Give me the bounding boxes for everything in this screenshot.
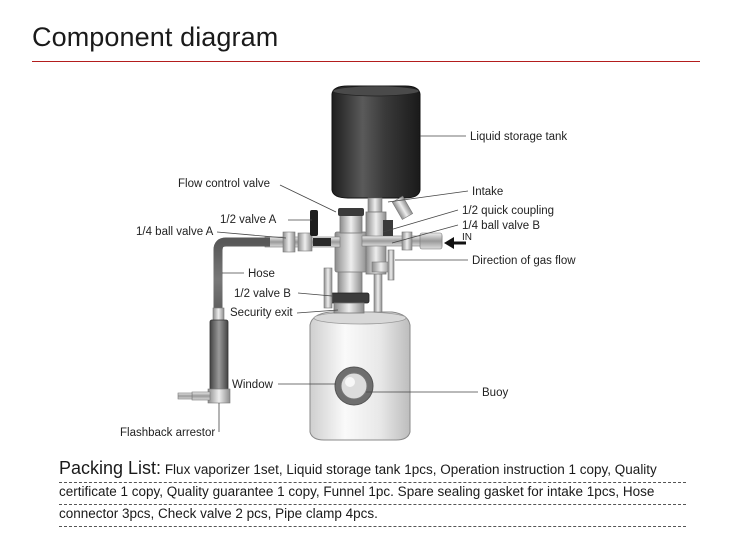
- label-half-valve-a: 1/2 valve A: [220, 214, 277, 226]
- label-direction-of-gas-flow: Direction of gas flow: [472, 255, 576, 267]
- label-liquid-storage-tank: Liquid storage tank: [470, 131, 567, 143]
- valve-block: [334, 208, 368, 273]
- label-half-valve-b: 1/2 valve B: [234, 288, 291, 300]
- packing-list-heading: Packing List:: [59, 458, 162, 478]
- label-intake: Intake: [472, 186, 503, 198]
- packing-underline-2: [59, 504, 686, 505]
- label-quarter-ball-valve-b: 1/4 ball valve B: [462, 220, 540, 232]
- flashback-arrestor: [177, 319, 231, 404]
- label-hose: Hose: [248, 268, 275, 280]
- title-divider: [32, 61, 700, 62]
- packing-list: Packing List: Flux vaporizer 1set, Liqui…: [59, 457, 689, 525]
- label-buoy: Buoy: [482, 387, 508, 399]
- neck-assembly: [323, 267, 383, 314]
- label-quarter-ball-valve-a: 1/4 ball valve A: [136, 226, 214, 238]
- label-in: IN: [462, 232, 472, 243]
- label-flashback-arrestor: Flashback arrestor: [120, 427, 215, 439]
- window-buoy: [334, 366, 374, 406]
- liquid-storage-tank: [331, 85, 421, 220]
- page-title: Component diagram: [32, 22, 279, 52]
- packing-underline-1: [59, 482, 686, 483]
- right-valve-assembly: [361, 211, 443, 281]
- label-half-quick-coupling: 1/2 quick coupling: [462, 205, 554, 217]
- label-flow-control-valve: Flow control valve: [178, 178, 270, 190]
- label-security-exit: Security exit: [230, 307, 293, 319]
- leader-lines: [216, 135, 478, 432]
- packing-list-text: Flux vaporizer 1set, Liquid storage tank…: [59, 462, 657, 521]
- gas-flow-arrow: [444, 237, 466, 249]
- label-window: Window: [232, 379, 274, 391]
- packing-underline-3: [59, 526, 686, 527]
